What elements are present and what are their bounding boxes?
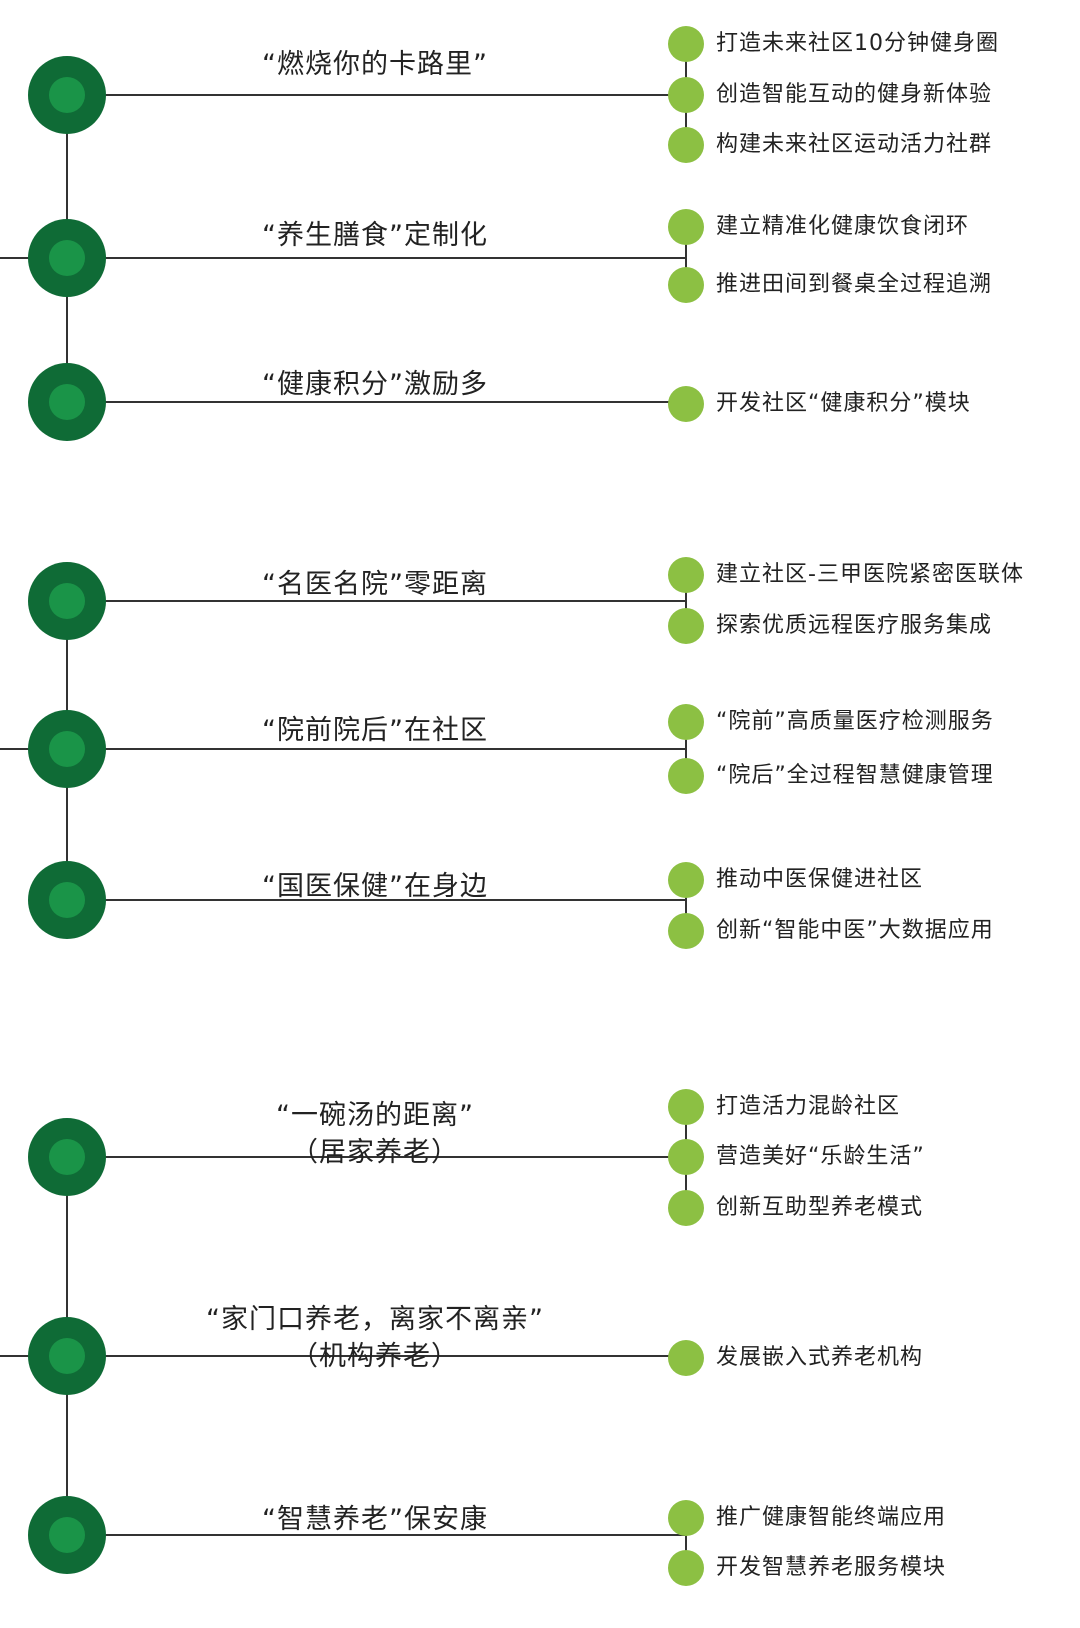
category-node xyxy=(28,710,106,788)
category-title-line: “院前院后”在社区 xyxy=(262,715,488,746)
item-bullet-dot xyxy=(668,913,704,949)
item-bullet-dot xyxy=(668,386,704,422)
item-bullet-dot xyxy=(668,1500,704,1536)
category-title: “国医保健”在身边 xyxy=(115,868,635,905)
item-bullet-dot xyxy=(668,127,704,163)
item-label: 推进田间到餐桌全过程追溯 xyxy=(716,272,993,297)
item-label: 发展嵌入式养老机构 xyxy=(716,1345,924,1370)
category-title-line: “智慧养老”保安康 xyxy=(262,1504,488,1535)
item-label: 探索优质远程医疗服务集成 xyxy=(716,613,993,638)
row-connector-line xyxy=(67,899,686,901)
category-title-line: “健康积分”激励多 xyxy=(262,369,488,400)
item-bullet-dot xyxy=(668,1340,704,1376)
category-title: “名医名院”零距离 xyxy=(115,566,635,603)
item-label: 开发社区“健康积分”模块 xyxy=(716,391,971,416)
item-label: 创新互助型养老模式 xyxy=(716,1195,924,1220)
item-label: 建立精准化健康饮食闭环 xyxy=(716,214,970,239)
category-node xyxy=(28,562,106,640)
item-label: “院后”全过程智慧健康管理 xyxy=(716,763,994,788)
item-connector-line xyxy=(685,722,687,776)
item-bullet-dot xyxy=(668,209,704,245)
category-title-line: “国医保健”在身边 xyxy=(262,871,488,902)
category-node xyxy=(28,363,106,441)
item-label: 构建未来社区运动活力社群 xyxy=(716,132,993,157)
row-connector-line xyxy=(67,257,686,259)
item-bullet-dot xyxy=(668,26,704,62)
category-node xyxy=(28,56,106,134)
item-label: 开发智慧养老服务模块 xyxy=(716,1555,947,1580)
row-connector-line xyxy=(67,600,686,602)
category-title-line: “家门口养老，离家不离亲” xyxy=(206,1304,544,1335)
row-connector-line xyxy=(67,94,686,96)
category-title: “健康积分”激励多 xyxy=(115,366,635,403)
item-label: 打造活力混龄社区 xyxy=(716,1094,901,1119)
item-label: 推广健康智能终端应用 xyxy=(716,1505,947,1530)
item-bullet-dot xyxy=(668,758,704,794)
item-connector-line xyxy=(685,1518,687,1568)
item-bullet-dot xyxy=(668,1190,704,1226)
category-title-line: （机构养老） xyxy=(291,1341,459,1372)
item-connector-line xyxy=(685,575,687,626)
category-title-line: “名医名院”零距离 xyxy=(262,569,488,600)
category-title: “燃烧你的卡路里” xyxy=(115,46,635,83)
category-node xyxy=(28,1317,106,1395)
category-title: “智慧养老”保安康 xyxy=(115,1501,635,1538)
item-bullet-dot xyxy=(668,608,704,644)
category-title: “家门口养老，离家不离亲” （机构养老） xyxy=(115,1301,635,1375)
item-label: 创新“智能中医”大数据应用 xyxy=(716,918,994,943)
category-title: “院前院后”在社区 xyxy=(115,712,635,749)
category-node xyxy=(28,1496,106,1574)
category-title: “养生膳食”定制化 xyxy=(115,217,635,254)
row-connector-line xyxy=(67,1534,686,1536)
row-connector-line xyxy=(67,1156,686,1158)
item-bullet-dot xyxy=(668,267,704,303)
item-label: 打造未来社区10分钟健身圈 xyxy=(716,31,999,56)
item-label: 推动中医保健进社区 xyxy=(716,867,924,892)
item-label: 创造智能互动的健身新体验 xyxy=(716,82,993,107)
item-bullet-dot xyxy=(668,557,704,593)
item-label: 营造美好“乐龄生活” xyxy=(716,1144,925,1169)
category-title-line: “一碗汤的距离” xyxy=(276,1100,474,1131)
category-node xyxy=(28,861,106,939)
category-title-line: （居家养老） xyxy=(291,1137,459,1168)
category-title: “一碗汤的距离” （居家养老） xyxy=(115,1097,635,1171)
item-connector-line xyxy=(685,227,687,285)
item-connector-line xyxy=(685,880,687,931)
category-node xyxy=(28,1118,106,1196)
item-label: “院前”高质量医疗检测服务 xyxy=(716,709,994,734)
row-connector-line xyxy=(67,1355,686,1357)
item-bullet-dot xyxy=(668,862,704,898)
item-bullet-dot xyxy=(668,1089,704,1125)
row-connector-line xyxy=(67,748,686,750)
row-connector-line xyxy=(67,401,686,403)
item-bullet-dot xyxy=(668,1550,704,1586)
category-node xyxy=(28,219,106,297)
item-bullet-dot xyxy=(668,704,704,740)
category-title-line: “燃烧你的卡路里” xyxy=(262,49,488,80)
item-bullet-dot xyxy=(668,77,704,113)
item-bullet-dot xyxy=(668,1139,704,1175)
category-title-line: “养生膳食”定制化 xyxy=(262,220,488,251)
item-label: 建立社区-三甲医院紧密医联体 xyxy=(716,562,1024,587)
